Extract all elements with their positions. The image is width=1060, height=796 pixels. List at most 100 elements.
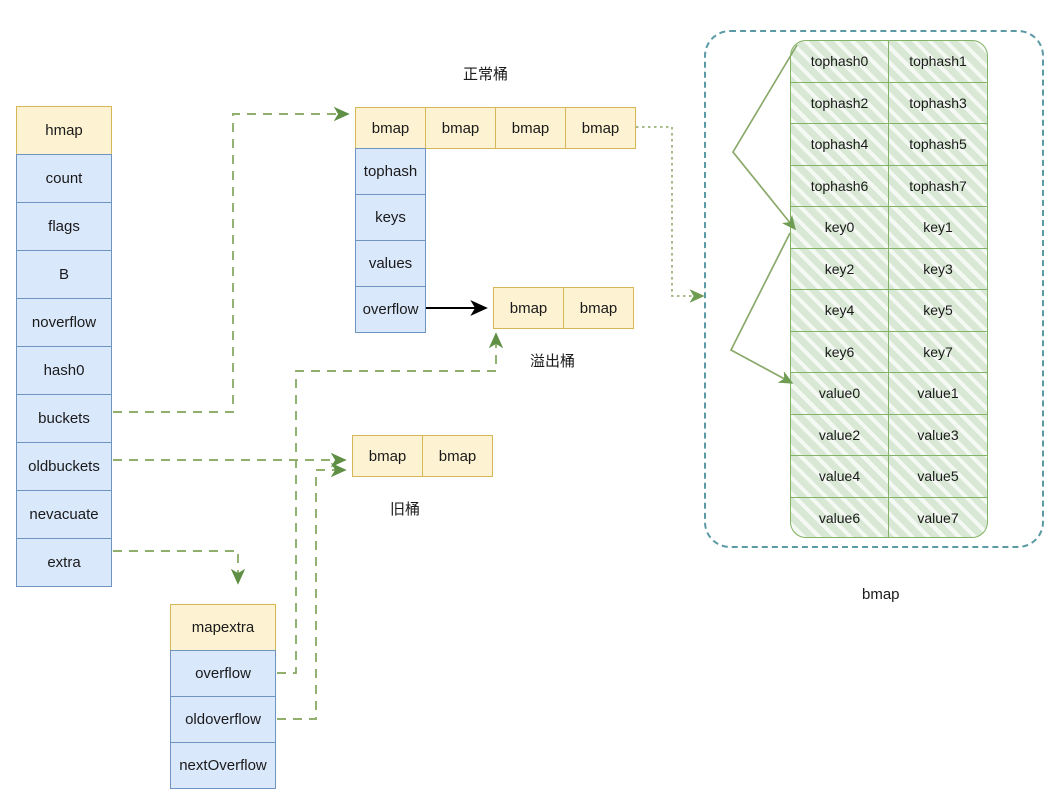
- bmap-detail-cell: tophash2: [791, 82, 889, 123]
- bmap-detail-cell: tophash1: [909, 53, 967, 70]
- bmap-detail-row: value4 value5: [791, 456, 987, 498]
- bmap-detail-cell: key4: [791, 290, 889, 331]
- bmap-detail-cell: value0: [791, 373, 889, 414]
- bmap-field-label: overflow: [362, 301, 419, 318]
- hmap-field-label: B: [58, 266, 69, 283]
- mapextra-title-cell: mapextra: [170, 604, 276, 651]
- hmap-field-flags: flags: [16, 202, 112, 251]
- bmap-detail-row: tophash2 tophash3: [791, 82, 987, 124]
- bmap-detail-row: key6 key7: [791, 331, 987, 373]
- bmap-label: bmap: [368, 447, 407, 465]
- connector-buckets-to-normal-bucket: [113, 106, 350, 413]
- bmap-detail-cell: value6: [791, 497, 889, 537]
- normal-bucket-cell-3: bmap: [565, 107, 636, 149]
- bmap-detail-caption: bmap: [862, 586, 900, 603]
- bmap-detail-cell: key0: [791, 207, 889, 248]
- bmap-field-tophash: tophash: [355, 148, 426, 195]
- hmap-field-extra: extra: [16, 538, 112, 587]
- old-bucket-caption: 旧桶: [390, 501, 421, 518]
- bmap-detail-cell: value3: [917, 426, 959, 443]
- bmap-detail-container: [704, 30, 1044, 548]
- hmap-field-oldbuckets: oldbuckets: [16, 442, 112, 491]
- hmap-field-label: extra: [47, 554, 81, 571]
- bmap-detail-cell: tophash6: [791, 165, 889, 206]
- bmap-detail-cell: value4: [791, 456, 889, 497]
- hmap-struct: hmap count flags B noverflow hash0 bucke…: [16, 106, 112, 587]
- mapextra-struct: mapextra overflow oldoverflow nextOverfl…: [170, 604, 276, 789]
- hmap-field-buckets: buckets: [16, 394, 112, 443]
- bmap-detail-cell: tophash3: [909, 94, 967, 111]
- connector-mapextra-oldoverflow-to-old-bucket: [277, 462, 347, 720]
- bmap-detail-row: tophash4 tophash5: [791, 124, 987, 166]
- bmap-detail-row: tophash6 tophash7: [791, 165, 987, 207]
- bmap-label: bmap: [511, 119, 550, 137]
- bmap-field-label: tophash: [363, 163, 418, 180]
- connector-extra-to-mapextra: [113, 550, 246, 585]
- bmap-label: bmap: [579, 299, 618, 317]
- overflow-bucket-row: bmap bmap: [493, 287, 634, 329]
- old-bucket-cell-1: bmap: [422, 435, 493, 477]
- mapextra-field-label: oldoverflow: [185, 711, 261, 728]
- bmap-detail-cell: tophash5: [909, 136, 967, 153]
- bmap-detail-row: value0 value1: [791, 373, 987, 415]
- bmap-detail-row: key0 key1: [791, 207, 987, 249]
- normal-bucket-cell-0: bmap: [355, 107, 426, 149]
- bmap-detail-row: value6 value7: [791, 497, 987, 537]
- bmap-detail-cell: key1: [923, 219, 953, 236]
- bmap-label: bmap: [438, 447, 477, 465]
- bmap-field-keys: keys: [355, 194, 426, 241]
- bmap-detail-cell: key2: [791, 248, 889, 289]
- bmap-detail-cell: key6: [791, 331, 889, 372]
- overflow-bucket-cell-0: bmap: [493, 287, 564, 329]
- overflow-bucket-caption: 溢出桶: [530, 353, 576, 370]
- mapextra-field-nextoverflow: nextOverflow: [170, 742, 276, 789]
- bmap-detail-cell: tophash4: [791, 124, 889, 165]
- hmap-field-noverflow: noverflow: [16, 298, 112, 347]
- bmap-detail-cell: key7: [923, 343, 953, 360]
- normal-bucket-row: bmap bmap bmap bmap: [355, 107, 636, 149]
- hmap-field-label: oldbuckets: [28, 458, 100, 475]
- hmap-field-label: nevacuate: [29, 506, 99, 523]
- hmap-field-label: count: [45, 170, 83, 187]
- bmap-fields-struct: tophash keys values overflow: [355, 148, 426, 333]
- bmap-field-values: values: [355, 240, 426, 287]
- mapextra-field-label: nextOverflow: [179, 757, 267, 774]
- hmap-field-hash0: hash0: [16, 346, 112, 395]
- bmap-field-overflow: overflow: [355, 286, 426, 333]
- bmap-detail-cell: value7: [917, 510, 959, 527]
- connector-mapextra-overflow-to-overflow-bucket: [277, 332, 504, 674]
- bmap-detail-cell: tophash0: [791, 41, 889, 82]
- normal-bucket-cell-2: bmap: [495, 107, 566, 149]
- hmap-field-label: hash0: [43, 362, 85, 379]
- hmap-field-label: buckets: [38, 410, 90, 427]
- mapextra-field-label: overflow: [195, 665, 251, 682]
- bmap-label: bmap: [509, 299, 548, 317]
- hmap-field-label: flags: [48, 218, 80, 235]
- mapextra-field-overflow: overflow: [170, 650, 276, 697]
- bmap-label: bmap: [581, 119, 620, 137]
- bmap-detail-row: value2 value3: [791, 414, 987, 456]
- old-bucket-row: bmap bmap: [352, 435, 493, 477]
- connector-normal-bucket-to-bmap-detail: [636, 126, 705, 303]
- mapextra-title-label: mapextra: [191, 619, 255, 636]
- hmap-field-count: count: [16, 154, 112, 203]
- normal-bucket-cell-1: bmap: [425, 107, 496, 149]
- normal-bucket-caption: 正常桶: [463, 66, 509, 83]
- bmap-detail-cell: key5: [923, 302, 953, 319]
- bmap-detail-grid: tophash0 tophash1 tophash2 tophash3 toph…: [790, 40, 988, 538]
- bmap-label: bmap: [371, 119, 410, 137]
- hmap-title-cell: hmap: [16, 106, 112, 155]
- hmap-field-b: B: [16, 250, 112, 299]
- bmap-detail-cell: value5: [917, 468, 959, 485]
- bmap-detail-row: key4 key5: [791, 290, 987, 332]
- bmap-label: bmap: [441, 119, 480, 137]
- bmap-detail-cell: value2: [791, 414, 889, 455]
- hmap-title-label: hmap: [45, 122, 83, 139]
- mapextra-field-oldoverflow: oldoverflow: [170, 696, 276, 743]
- hmap-field-nevacuate: nevacuate: [16, 490, 112, 539]
- bmap-field-label: keys: [375, 209, 406, 226]
- hmap-field-label: noverflow: [31, 314, 97, 331]
- bmap-detail-cell: key3: [923, 260, 953, 277]
- bmap-detail-cell: value1: [917, 385, 959, 402]
